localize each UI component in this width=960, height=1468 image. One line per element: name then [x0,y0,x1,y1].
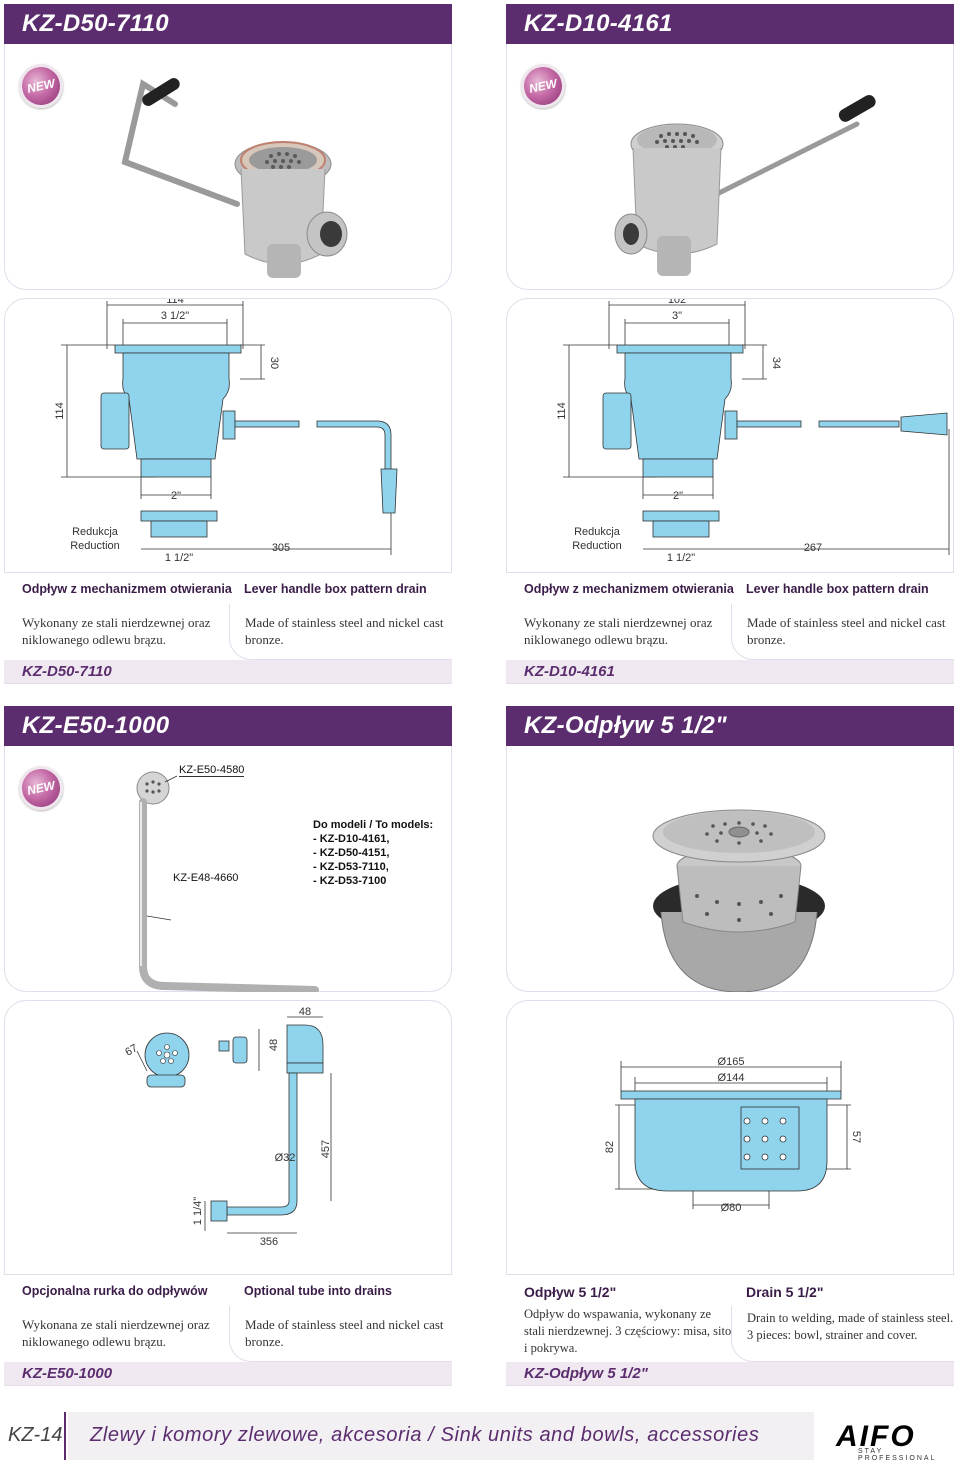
description-pl: Wykonany ze stali nierdzewnej oraz niklo… [524,615,713,647]
dim-handle: 267 [804,542,822,554]
drain-basket-photo [652,809,826,992]
dim-outlet: 2" [673,490,683,502]
dim-reduction: 1 1/2" [667,552,695,564]
description-pl: Odpływ do wspawania, wykonany ze stali n… [524,1307,732,1355]
caption-en: Lever handle box pattern drain [244,582,427,596]
part-label-tube: KZ-E48-4660 [173,872,239,884]
dim-outlet: 2" [171,490,181,502]
product-code: KZ-D10-4161 [506,660,954,684]
part-label-top: KZ-E50-4580 [179,764,245,777]
technical-drawing-frame: 114 3 1/2" 30 114 2" Redukcja Reduction … [4,298,452,573]
drain-photo [614,94,876,276]
caption-pl: Odpływ 5 1/2" [524,1284,617,1300]
caption-pl: Odpływ z mechanizmem otwierania [524,582,734,596]
dim-1-1-4: 1 1/4" [192,1197,204,1225]
dim-reduction: 1 1/2" [165,552,193,564]
caption-en: Lever handle box pattern drain [746,582,929,596]
dim-165: Ø165 [718,1056,745,1068]
technical-drawing: Ø165 Ø144 82 57 Ø80 [604,1056,862,1214]
drain-photo [121,78,348,278]
caption-en: Optional tube into drains [244,1284,392,1298]
tube-photo [136,771,319,992]
footer-section-title: Zlewy i komory zlewowe, akcesoria / Sink… [68,1412,814,1460]
dim-80: Ø80 [721,1202,742,1214]
technical-drawing-frame: 67 48 48 Ø32 457 1 1/4" 356 [4,1000,452,1275]
technical-drawing-frame: Ø165 Ø144 82 57 Ø80 [506,1000,954,1275]
product-photo-frame [506,746,954,992]
reduction-en: Reduction [572,540,622,552]
model-item: - KZ-D53-7110, [313,861,389,873]
product-panel-d10: KZ-D10-4161 NEW [506,4,954,684]
dim-144: Ø144 [718,1072,745,1084]
caption-pl: Opcjonalna rurka do odpływów [22,1284,208,1298]
technical-drawing-frame: 102 3" 34 114 2" Redukcja Reduction 1 1/… [506,298,954,573]
description: Wykonana ze stali nierdzewnej oraz niklo… [4,1306,452,1362]
dim-32: Ø32 [275,1152,296,1164]
dim-top-in: 3" [672,310,682,322]
product-photo-frame: NEW [4,44,452,290]
dim-356: 356 [260,1236,278,1248]
dim-handle: 305 [272,542,290,554]
product-panel-drain-5-5: KZ-Odpływ 5 1/2" [506,706,954,1386]
technical-drawing: 114 3 1/2" 30 114 2" Redukcja Reduction … [54,299,398,564]
panel-title: KZ-D50-7110 [4,4,452,44]
brand-logo: AIFO STAY PROFESSIONAL [836,1420,952,1462]
dim-82: 82 [604,1141,616,1153]
description: Odpływ do wspawania, wykonany ze stali n… [506,1306,954,1362]
dim-48-side: 48 [268,1039,280,1051]
panel-title: KZ-D10-4161 [506,4,954,44]
description: Wykonany ze stali nierdzewnej oraz niklo… [506,604,954,660]
description: Wykonany ze stali nierdzewnej oraz niklo… [4,604,452,660]
dim-48-top: 48 [299,1006,311,1018]
dim-flange: 34 [770,357,782,369]
logo-tagline: STAY PROFESSIONAL [858,1448,937,1462]
reduction-en: Reduction [70,540,120,552]
product-panel-e50: KZ-E50-1000 NEW KZ-E50-4580 KZ-E48-4660 … [4,706,452,1386]
caption-en: Drain 5 1/2" [746,1284,824,1300]
description-pl: Wykonany ze stali nierdzewnej oraz niklo… [22,615,211,647]
model-item: - KZ-D10-4161, [313,833,390,845]
caption-pl: Odpływ z mechanizmem otwierania [22,582,232,596]
dim-height: 114 [556,402,568,420]
panel-title: KZ-E50-1000 [4,706,452,746]
technical-drawing: 102 3" 34 114 2" Redukcja Reduction 1 1/… [556,299,950,564]
description-en: Made of stainless steel and nickel cast … [229,604,452,660]
product-photo-frame: NEW KZ-E50-4580 KZ-E48-4660 Do modeli / … [4,746,452,992]
reduction-pl: Redukcja [574,526,621,538]
dim-457: 457 [320,1140,332,1158]
model-item: - KZ-D50-4151, [313,847,390,859]
dim-57: 57 [850,1131,862,1143]
dim-67: 67 [123,1042,140,1059]
logo-word: AIFO [836,1420,916,1453]
product-code: KZ-Odpływ 5 1/2" [506,1362,954,1386]
compatible-models: Do modeli / To models: - KZ-D10-4161, - … [313,818,433,888]
dim-top-in: 3 1/2" [161,310,189,322]
description-en: Drain to welding, made of stainless stee… [731,1306,954,1362]
reduction-pl: Redukcja [72,526,119,538]
product-code: KZ-D50-7110 [4,660,452,684]
description-en: Made of stainless steel and nickel cast … [731,604,954,660]
product-panel-d50: KZ-D50-7110 NEW [4,4,452,684]
dim-flange: 30 [268,357,280,369]
product-code: KZ-E50-1000 [4,1362,452,1386]
models-title: Do modeli / To models: [313,819,434,831]
technical-drawing: 67 48 48 Ø32 457 1 1/4" 356 [123,1006,332,1248]
panel-title: KZ-Odpływ 5 1/2" [506,706,954,746]
model-item: - KZ-D53-7100 [313,875,387,887]
dim-top-mm: 114 [166,299,184,306]
product-photo-frame: NEW [506,44,954,290]
description-en: Made of stainless steel and nickel cast … [229,1306,452,1362]
dim-height: 114 [54,402,66,420]
dim-top-mm: 102 [668,299,686,306]
page-number: KZ-14 [0,1412,66,1460]
description-pl: Wykonana ze stali nierdzewnej oraz niklo… [22,1317,210,1349]
